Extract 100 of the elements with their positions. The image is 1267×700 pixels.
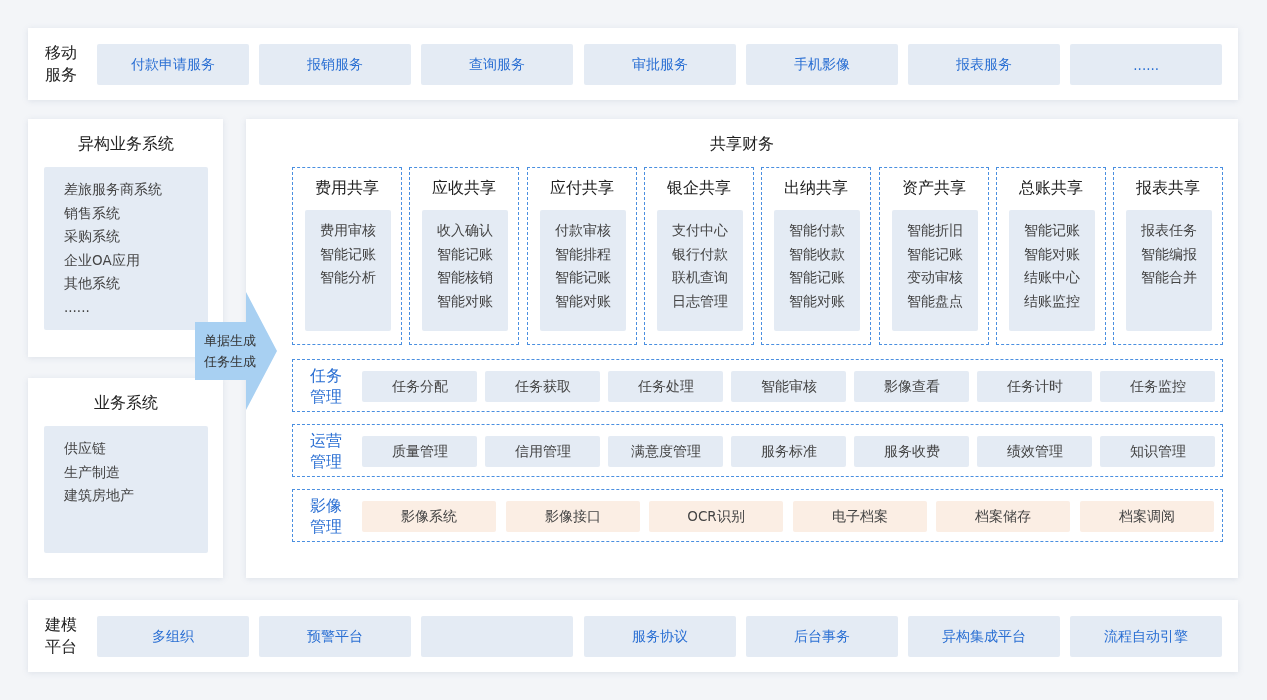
list-item: 智能对账 xyxy=(1022,245,1081,264)
tile-label: 查询服务 xyxy=(468,55,527,74)
tile-label: 信用管理 xyxy=(513,442,572,461)
function-list-box xyxy=(1008,210,1095,331)
tile-label: 流程自动引擎 xyxy=(1103,627,1190,646)
list-item: ...... xyxy=(64,298,90,315)
system-list-box xyxy=(44,426,208,553)
management-row xyxy=(292,424,1223,477)
module-column xyxy=(292,167,402,345)
function-tile xyxy=(792,501,927,532)
list-item: 差旅服务商系统 xyxy=(64,181,162,199)
tile-label: 智能审核 xyxy=(759,377,818,396)
function-tile xyxy=(977,436,1092,467)
column-heading: 银企共享 xyxy=(665,178,732,199)
list-item: 智能记账 xyxy=(553,269,612,287)
column-heading: 出纳共享 xyxy=(783,178,850,199)
tile-label: 知识管理 xyxy=(1128,442,1187,461)
panel-heading: 共享财务 xyxy=(709,134,775,155)
function-list-box xyxy=(305,210,391,331)
tile-label: ...... xyxy=(1132,56,1161,73)
list-item: 报表任务 xyxy=(1140,222,1199,240)
tile-label: 任务监控 xyxy=(1128,377,1187,396)
service-tile xyxy=(421,44,574,85)
service-tile xyxy=(97,616,249,657)
module-column xyxy=(761,167,872,345)
list-item: 企业OA应用 xyxy=(64,251,140,270)
tile-label: 绩效管理 xyxy=(1005,442,1064,461)
list-item: 其他系统 xyxy=(64,275,120,293)
function-tile xyxy=(1079,501,1214,532)
row-heading: 运营管理 xyxy=(310,430,343,472)
list-item: 智能付款 xyxy=(788,222,847,240)
tile-label: OCR识别 xyxy=(686,507,746,526)
list-item: 联机查询 xyxy=(670,269,729,287)
module-column xyxy=(995,167,1106,345)
list-item: 智能记账 xyxy=(319,245,377,264)
tile-label: 档案储存 xyxy=(974,507,1032,526)
service-tile xyxy=(908,44,1060,85)
service-tile xyxy=(97,44,249,85)
service-tile xyxy=(1070,616,1223,657)
system-panel xyxy=(28,378,223,578)
list-item: 智能盘点 xyxy=(905,292,964,311)
tile-label: 任务计时 xyxy=(1005,377,1064,396)
list-item: 采购系统 xyxy=(64,228,120,246)
service-tile xyxy=(583,44,736,85)
service-tile xyxy=(421,616,574,657)
service-tile xyxy=(583,616,736,657)
tile-label: 服务协议 xyxy=(630,627,689,646)
list-item: 智能对账 xyxy=(436,292,495,311)
tile-label: 任务分配 xyxy=(390,377,449,396)
band-heading: 建模平台 xyxy=(45,614,78,658)
function-tile xyxy=(608,436,723,467)
list-item: 银行付款 xyxy=(670,245,729,264)
list-item: 智能收款 xyxy=(788,245,847,264)
row-heading: 任务管理 xyxy=(310,365,343,407)
list-item: 智能记账 xyxy=(436,245,495,264)
list-item: 智能分析 xyxy=(319,269,377,287)
list-item: 智能记账 xyxy=(1022,222,1081,240)
function-tile xyxy=(649,501,783,532)
list-item: 付款审核 xyxy=(553,222,612,240)
panel-heading: 业务系统 xyxy=(92,393,159,414)
list-item: 供应链 xyxy=(64,440,106,458)
tile-label: 影像系统 xyxy=(400,507,458,526)
function-list-box xyxy=(891,210,978,331)
list-item: 变动审核 xyxy=(905,269,964,287)
function-tile xyxy=(485,436,600,467)
function-list-box xyxy=(656,210,743,331)
service-tile xyxy=(908,616,1060,657)
function-tile xyxy=(505,501,640,532)
list-item: 生产制造 xyxy=(64,463,120,482)
tile-label: 异构集成平台 xyxy=(941,627,1027,646)
tile-label: 多组织 xyxy=(151,627,195,646)
column-heading: 报表共享 xyxy=(1135,178,1202,199)
tile-label: 满意度管理 xyxy=(629,442,702,461)
management-row xyxy=(292,359,1223,412)
list-item: 智能记账 xyxy=(905,245,964,264)
function-tile xyxy=(854,436,969,467)
list-item: 费用审核 xyxy=(319,222,377,240)
list-item: 结账中心 xyxy=(1022,269,1081,287)
list-item: 智能合并 xyxy=(1140,269,1199,287)
column-heading: 应收共享 xyxy=(431,178,498,199)
list-item: 智能对账 xyxy=(788,292,847,311)
function-tile xyxy=(854,371,969,402)
tile-label: 付款申请服务 xyxy=(130,55,216,74)
system-list-box xyxy=(44,167,208,330)
tile-label: 报表服务 xyxy=(955,55,1013,74)
list-item: 收入确认 xyxy=(436,222,495,240)
tile-label: 后台事务 xyxy=(792,627,851,646)
function-list-box xyxy=(422,210,509,331)
tile-label: 任务获取 xyxy=(513,377,572,396)
function-tile xyxy=(936,501,1070,532)
panel-heading: 异构业务系统 xyxy=(76,134,175,155)
module-column xyxy=(1113,167,1224,345)
tile-label: 质量管理 xyxy=(390,442,449,461)
tile-label: 档案调阅 xyxy=(1117,507,1176,526)
list-item: 建筑房地产 xyxy=(64,487,134,505)
function-tile xyxy=(731,436,846,467)
band-heading: 移动服务 xyxy=(45,42,78,86)
service-band xyxy=(28,600,1238,672)
tile-label: 手机影像 xyxy=(792,55,851,74)
column-heading: 资产共享 xyxy=(900,178,967,199)
